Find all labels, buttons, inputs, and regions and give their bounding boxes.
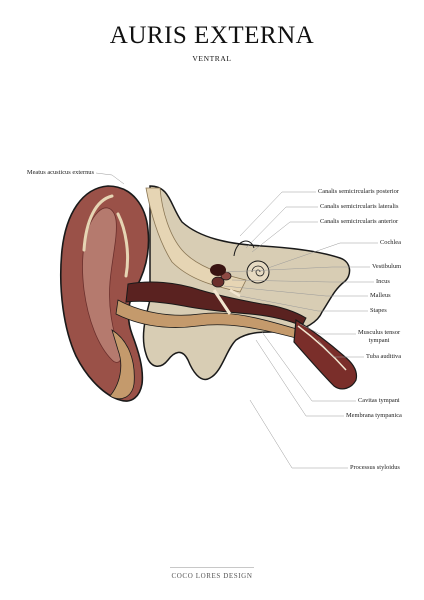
label-stapes: Stapes (370, 307, 387, 314)
tympanic-membrane (212, 289, 232, 315)
helix-cartilage (82, 194, 114, 252)
lobule-cartilage (109, 329, 135, 400)
label-processus: Processus styloidus (350, 464, 400, 471)
label-musculus-line1: Musculus tensor (358, 329, 401, 336)
page-subtitle: VENTRAL (192, 54, 232, 63)
stapes-shape (229, 288, 241, 298)
label-canalis-anterior: Canalis semicircularis anterior (320, 218, 399, 225)
label-malleus: Malleus (370, 292, 391, 299)
footer-brand: COCO LORES DESIGN (171, 572, 253, 580)
label-tuba: Tuba auditiva (366, 353, 402, 360)
semicircular-canals (233, 240, 255, 257)
label-canalis-lateralis: Canalis semicircularis lateralis (320, 203, 399, 210)
label-musculus: Musculus tensor tympani (358, 329, 400, 344)
label-cavitas: Cavitas tympani (358, 397, 400, 404)
label-musculus-line2: tympani (368, 336, 390, 344)
label-vestibulum: Vestibulum (372, 263, 402, 270)
footer-divider (170, 567, 254, 568)
page-title: AURIS EXTERNA (109, 22, 315, 49)
label-cochlea: Cochlea (380, 239, 401, 246)
cochlea-shape (246, 260, 270, 284)
label-incus: Incus (376, 278, 390, 285)
eustachian-tube (293, 318, 358, 390)
eustachian-lining (297, 325, 347, 371)
antihelix-cartilage (116, 212, 130, 278)
cochlea-spiral (251, 265, 265, 277)
leader-lines (95, 172, 378, 469)
spongy-bone-band (145, 187, 247, 293)
malleus-shape (211, 276, 225, 288)
label-membrana: Membrana tympanica (346, 412, 402, 419)
label-canalis-posterior: Canalis semicircularis posterior (318, 188, 399, 195)
label-meatus: Meatus acusticus externus (26, 169, 94, 176)
vestibulum-shape (210, 264, 226, 276)
